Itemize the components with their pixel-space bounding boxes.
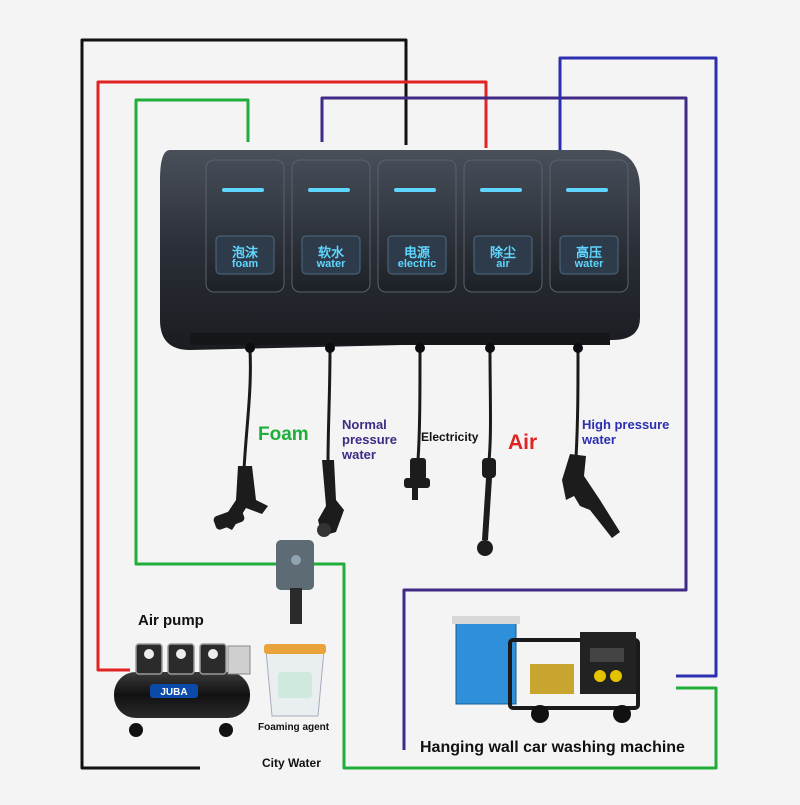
panel-vent [190, 333, 610, 345]
hose-ports [245, 343, 583, 353]
slot-dust-cn: 除尘 [489, 245, 516, 260]
label-normal-pressure-water: Normal pressure water [342, 417, 397, 463]
label-plate [559, 235, 619, 275]
label-plate [215, 235, 275, 275]
label-plate [387, 235, 447, 275]
foam-gun [213, 466, 268, 530]
label-plate [473, 235, 533, 275]
port [245, 343, 255, 353]
slot-power-en: electric [397, 258, 437, 270]
slot-power-cn: 电源 [403, 245, 430, 260]
slot-label-plates [215, 235, 619, 275]
glow-bar [394, 188, 436, 192]
washing-machine [452, 616, 640, 723]
air-blow-gun [477, 458, 496, 556]
slot-soft-water-cn: 软水 [317, 245, 344, 260]
label-plate [301, 235, 361, 275]
high-pressure-gun [562, 454, 620, 538]
black-wire [80, 38, 408, 770]
label-line: water [582, 431, 616, 447]
label-high-pressure-water: High pressure water [582, 417, 670, 448]
air-compressor: JUBA [114, 643, 251, 737]
normal-water-hose [326, 349, 332, 463]
slot-foam-en: foam [231, 258, 259, 270]
foam-cannon [276, 540, 314, 624]
water-tank [455, 619, 517, 705]
slot-dust-en: air [496, 258, 510, 270]
port [415, 343, 425, 353]
purple-wire [320, 96, 688, 750]
compressor-brand: JUBA [160, 687, 187, 698]
electric-cable [416, 349, 422, 461]
electric-plug [404, 458, 430, 500]
label-air: Air [508, 431, 538, 454]
label-city-water: City Water [262, 756, 321, 770]
slot-glow-bars [222, 188, 608, 192]
label-line: water [342, 446, 376, 462]
port [325, 343, 335, 353]
slot-soft-water-en: water [316, 258, 346, 270]
slot-high-pressure-en: water [574, 258, 604, 270]
control-panel [160, 150, 640, 353]
port [573, 343, 583, 353]
slot-foam-cn: 泡沫 [231, 245, 258, 260]
label-electricity: Electricity [421, 430, 479, 444]
label-line: pressure [342, 431, 397, 447]
glow-bar [308, 188, 350, 192]
label-foam: Foam [258, 424, 309, 445]
label-foaming-agent: Foaming agent [258, 722, 330, 733]
label-washing-machine: Hanging wall car washing machine [420, 739, 685, 756]
high-water-hose [574, 351, 580, 459]
wires [80, 38, 718, 770]
blue-wire [558, 56, 718, 678]
label-air-pump: Air pump [138, 612, 204, 629]
air-hose [486, 349, 492, 471]
foam-hose [242, 349, 252, 471]
port [485, 343, 495, 353]
red-wire [96, 80, 488, 672]
glow-bar [222, 188, 264, 192]
foaming-agent-bucket [264, 644, 326, 717]
machine-frame [508, 638, 640, 710]
slot-high-pressure-cn: 高压 [575, 245, 602, 260]
green-wire [134, 98, 718, 770]
label-line: High pressure [582, 417, 670, 432]
label-line: Normal [342, 417, 387, 432]
glow-bar [566, 188, 608, 192]
glow-bar [480, 188, 522, 192]
water-gun [317, 460, 344, 537]
